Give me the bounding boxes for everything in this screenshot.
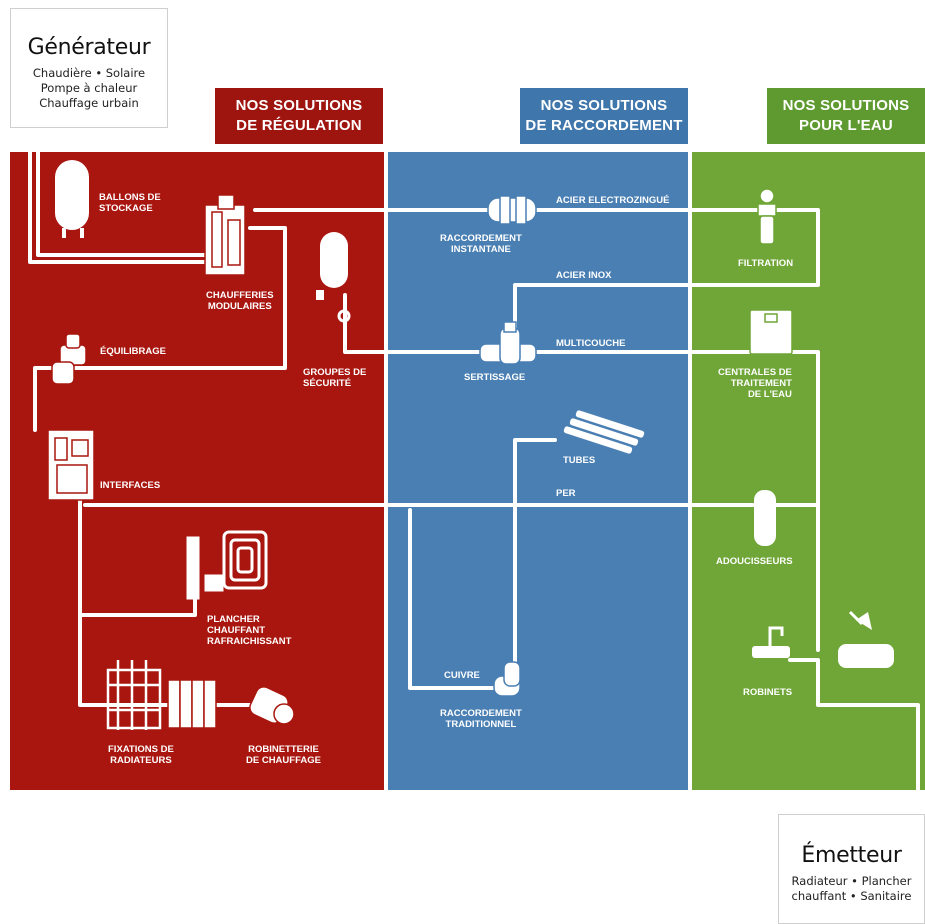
emitter-line: Radiateur • Plancher (791, 874, 912, 888)
label-line: SÉCURITÉ (303, 378, 352, 389)
filter-icon (757, 188, 777, 245)
generator-line: Chaudière • Solaire (32, 66, 146, 80)
label-multicouche: MULTICOUCHE (556, 338, 625, 349)
label-line: DE CHAUFFAGE (246, 755, 321, 766)
sink-icon (752, 626, 790, 658)
coupling-icon (249, 686, 295, 725)
expansion-vessel-icon (316, 232, 351, 323)
elbow-icon (493, 661, 521, 697)
label-line: TRADITIONNEL (445, 719, 517, 730)
emitter-title: Émetteur (801, 843, 902, 868)
header-line: DE RACCORDEMENT (525, 117, 683, 134)
label-line: RACCORDEMENT (440, 233, 522, 244)
emitter-line: chauffant • Sanitaire (791, 889, 912, 903)
label-line: RACCORDEMENT (440, 708, 522, 719)
valve-icon (51, 333, 87, 385)
label-line: ACIER ELECTROZINGUÉ (556, 195, 670, 206)
label-line: GROUPES DE (303, 367, 367, 378)
bathtub-icon (838, 610, 894, 668)
press-fitting-icon (479, 321, 537, 365)
tank-icon (55, 160, 89, 238)
label-cuivre: CUIVRE (444, 670, 480, 681)
generator-line: Chauffage urbain (39, 96, 139, 110)
label-interfaces: INTERFACES (100, 480, 160, 491)
boiler-module-icon (204, 194, 246, 276)
eau-panel (692, 152, 925, 790)
label-line: FIXATIONS DE (108, 744, 174, 755)
label-line: ROBINETTERIE (248, 744, 319, 755)
label-line: ADOUCISSEURS (716, 556, 793, 567)
label-line: BALLONS DE (99, 192, 161, 203)
label-line: DE L'EAU (747, 389, 792, 400)
header-line: POUR L'EAU (799, 117, 893, 134)
label-per: PER (556, 488, 576, 499)
label-line: ÉQUILIBRAGE (100, 346, 166, 357)
header-line: DE RÉGULATION (236, 117, 362, 134)
label-line: INSTANTANE (451, 244, 511, 255)
label-acier-electro: ACIER ELECTROZINGUÉ (556, 195, 669, 206)
generator-box: Générateur Chaudière • Solaire Pompe à c… (10, 8, 168, 128)
fitting-icon (106, 660, 162, 730)
label-line: MODULAIRES (207, 301, 272, 312)
header-raccordement: NOS SOLUTIONS DE RACCORDEMENT (520, 88, 688, 144)
pipe-network (28, 126, 920, 817)
label-line: INTERFACES (100, 480, 161, 491)
label-robinets: ROBINETS (743, 687, 792, 698)
floor-heating-icon (186, 530, 268, 600)
raccordement-panel (388, 152, 688, 790)
softener-icon (754, 490, 776, 546)
emitter-box: Émetteur Radiateur • Plancher chauffant … (778, 814, 925, 924)
header-line: NOS SOLUTIONS (540, 97, 668, 114)
radiator-icon (167, 679, 217, 729)
generator-title: Générateur (27, 35, 151, 60)
label-line: PER (556, 488, 576, 499)
label-line: MULTICOUCHE (556, 338, 626, 349)
label-line: RAFRAICHISSANT (207, 636, 292, 647)
label-line: CUIVRE (444, 670, 480, 681)
label-line: CHAUFFERIES (206, 290, 274, 301)
label-tubes: TUBES (563, 455, 595, 466)
label-line: CENTRALES DE (718, 367, 792, 378)
interface-unit-icon (47, 429, 95, 501)
label-acier-inox: ACIER INOX (556, 270, 611, 281)
label-adoucisseurs: ADOUCISSEURS (716, 556, 793, 567)
label-filtration: FILTRATION (738, 258, 793, 269)
header-regulation: NOS SOLUTIONS DE RÉGULATION (215, 88, 383, 144)
label-line: ROBINETS (743, 687, 793, 698)
press-fitting-icon (487, 195, 537, 225)
label-line: FILTRATION (738, 258, 794, 269)
header-eau: NOS SOLUTIONS POUR L'EAU (767, 88, 925, 144)
label-line: SERTISSAGE (464, 372, 526, 383)
generator-line: Pompe à chaleur (40, 81, 138, 95)
treatment-unit-icon (749, 309, 793, 355)
header-line: NOS SOLUTIONS (235, 97, 363, 114)
label-line: CHAUFFANT (207, 625, 266, 636)
header-line: NOS SOLUTIONS (782, 97, 910, 114)
label-line: ACIER INOX (556, 270, 612, 281)
label-line: RADIATEURS (110, 755, 172, 766)
label-equilibrage: ÉQUILIBRAGE (100, 346, 166, 357)
tubes-icon (562, 409, 646, 455)
label-line: STOCKAGE (99, 203, 153, 214)
label-sertissage: SERTISSAGE (464, 372, 525, 383)
label-line: PLANCHER (207, 614, 260, 625)
label-line: TRAITEMENT (730, 378, 792, 389)
label-line: TUBES (563, 455, 596, 466)
